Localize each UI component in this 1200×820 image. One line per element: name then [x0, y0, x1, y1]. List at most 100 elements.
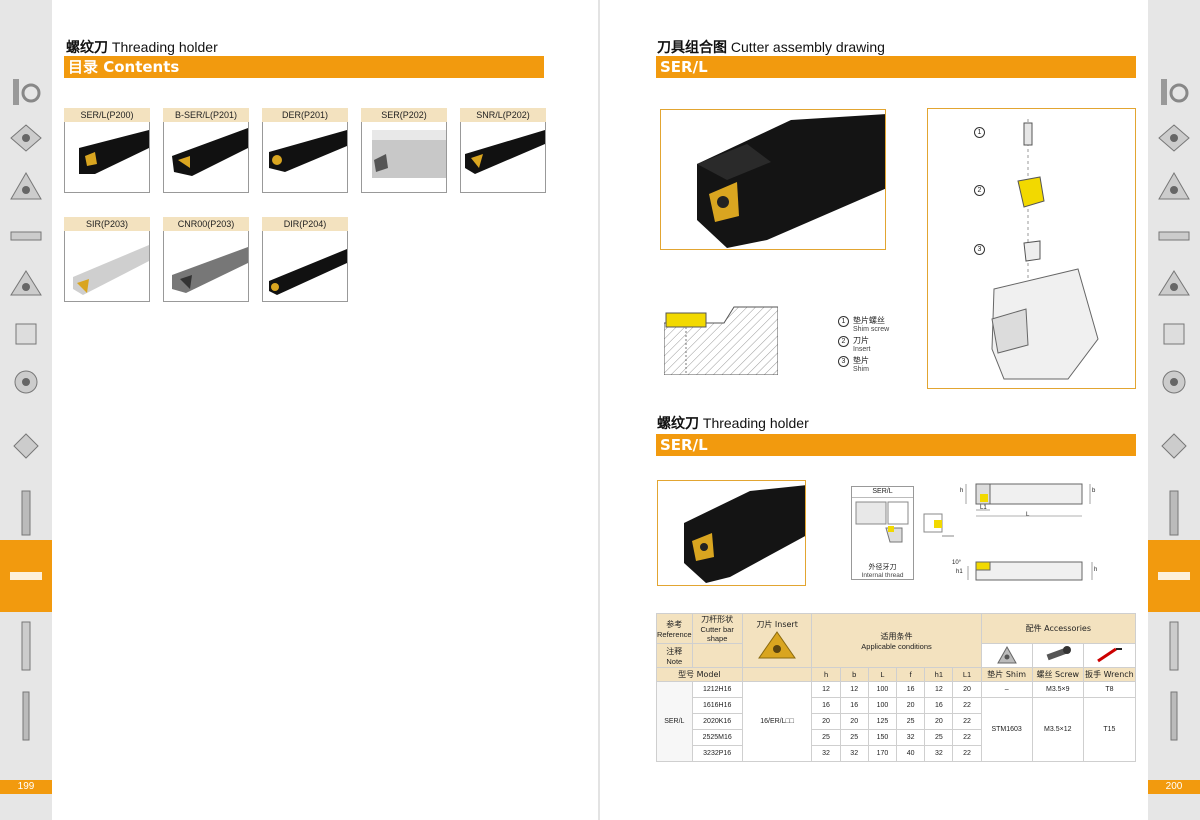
thread-insert-icon — [758, 631, 797, 659]
table-row: SER/L 1212H16 16/ER/L□□ 12 12 100 16 12 … — [656, 681, 1137, 762]
col-shim: 垫片 Shim — [980, 667, 1033, 682]
dim-label-h1: h1 — [956, 569, 963, 575]
cell-h: 25 — [811, 729, 841, 746]
threading-holder-icon[interactable] — [1148, 540, 1200, 612]
cell-l: 100 — [867, 681, 898, 698]
thumb-ser[interactable]: SER(P202) — [361, 108, 447, 193]
thumb-image — [64, 122, 150, 193]
square-plate-icon[interactable] — [6, 312, 46, 356]
cell-h: 32 — [811, 745, 841, 762]
grooving-insert-icon[interactable] — [6, 214, 46, 258]
thread-insert-icon[interactable] — [6, 262, 46, 306]
square-plate-icon[interactable] — [1154, 312, 1194, 356]
dim-label-b: b — [1092, 488, 1096, 494]
shim-icon-cell — [980, 643, 1033, 668]
table-row: 3232P16 32 32 170 40 32 22 — [657, 745, 1136, 762]
page-number-right: 200 — [1148, 780, 1200, 794]
threading-holder-icon[interactable] — [0, 540, 52, 612]
screw-icon — [1046, 645, 1071, 660]
cell-h1: 20 — [924, 713, 954, 730]
left-sidebar: 199 — [0, 0, 52, 820]
thread-type-diagram: SER/L 外径牙刀 Internal thread — [851, 486, 914, 580]
callout-2: 2 — [974, 185, 985, 196]
cell-shim: – — [980, 681, 1033, 698]
cell-l1: 22 — [952, 729, 982, 746]
cell-b: 16 — [839, 697, 869, 714]
thumb-der[interactable]: DER(P201) — [262, 108, 348, 193]
tool-category-icon[interactable] — [1154, 70, 1194, 114]
col-wrench: 扳手 Wrench — [1082, 667, 1137, 682]
thumb-dir[interactable]: DIR(P204) — [262, 217, 348, 302]
drill-icon[interactable] — [1154, 688, 1194, 744]
boring-bar-icon[interactable] — [1154, 618, 1194, 674]
cell-f: 32 — [896, 729, 926, 746]
assembly-bar: SER/L — [656, 56, 1136, 78]
cell-h1: 25 — [924, 729, 954, 746]
wrench-icon-cell — [1082, 643, 1137, 668]
triangle-insert-icon[interactable] — [6, 164, 46, 208]
col-screw: 螺丝 Screw — [1031, 667, 1084, 682]
cell-b: 32 — [839, 745, 869, 762]
cell-l1: 22 — [952, 745, 982, 762]
holder-title: 螺纹刀 Threading holder — [657, 415, 809, 432]
holder-photo — [657, 480, 806, 586]
square-insert-icon[interactable] — [6, 116, 46, 160]
round-insert-icon[interactable] — [6, 360, 46, 404]
cell-f: 25 — [896, 713, 926, 730]
cell-l1: 20 — [952, 681, 982, 698]
side-view-drawing: 10° h1 h — [952, 558, 1102, 586]
dim-label-f: h — [960, 488, 964, 494]
thumb-image — [262, 122, 348, 193]
grooving-insert-icon[interactable] — [1154, 214, 1194, 258]
contents-bar: 目录 Contents — [64, 56, 544, 78]
thumb-cnr00[interactable]: CNR00(P203) — [163, 217, 249, 302]
col-l: L — [867, 667, 898, 682]
col-b: b — [839, 667, 869, 682]
shape-empty-cell — [691, 643, 743, 668]
left-section-title: 螺纹刀 Threading holder — [66, 39, 218, 56]
cell-h1: 12 — [924, 681, 954, 698]
end-mill-icon[interactable] — [6, 488, 46, 538]
drill-icon[interactable] — [6, 688, 46, 744]
col-h: h — [811, 667, 841, 682]
milling-insert-icon[interactable] — [6, 424, 46, 468]
thumb-ser-l[interactable]: SER/L(P200) — [64, 108, 150, 193]
thumb-label: CNR00(P203) — [163, 217, 249, 231]
page-gutter — [598, 0, 600, 820]
cell-h1: 16 — [924, 697, 954, 714]
table-row: 2020K16 20 20 125 25 20 22 — [657, 713, 1136, 730]
boring-bar-icon[interactable] — [6, 618, 46, 674]
cell-h: 12 — [811, 681, 841, 698]
thumb-label: SER(P202) — [361, 108, 447, 122]
model-cell: 2525M16 — [691, 729, 743, 746]
square-insert-icon[interactable] — [1154, 116, 1194, 160]
thumb-sir[interactable]: SIR(P203) — [64, 217, 150, 302]
right-sidebar: 200 — [1148, 0, 1200, 820]
cell-l: 150 — [867, 729, 898, 746]
col-f: f — [896, 667, 926, 682]
end-mill-icon[interactable] — [1154, 488, 1194, 538]
milling-insert-icon[interactable] — [1154, 424, 1194, 468]
tool-category-icon[interactable] — [6, 70, 46, 114]
diagram-title: SER/L — [852, 487, 913, 498]
thread-insert-icon[interactable] — [1154, 262, 1194, 306]
series-cell: SER/L — [656, 681, 693, 762]
thumb-image — [262, 231, 348, 302]
assembly-photo — [660, 109, 886, 250]
dim-label-h: h — [1094, 567, 1098, 573]
thumb-label: B-SER/L(P201) — [163, 108, 249, 122]
wrench-icon — [1097, 647, 1123, 662]
col-h1: h1 — [924, 667, 954, 682]
cell-h1: 32 — [924, 745, 954, 762]
insert-header-cell: 刀片 Insert — [741, 613, 813, 668]
thumb-b-ser-l[interactable]: B-SER/L(P201) — [163, 108, 249, 193]
screw-icon-cell — [1031, 643, 1084, 668]
triangle-insert-icon[interactable] — [1154, 164, 1194, 208]
round-insert-icon[interactable] — [1154, 360, 1194, 404]
thumb-snr-l[interactable]: SNR/L(P202) — [460, 108, 546, 193]
